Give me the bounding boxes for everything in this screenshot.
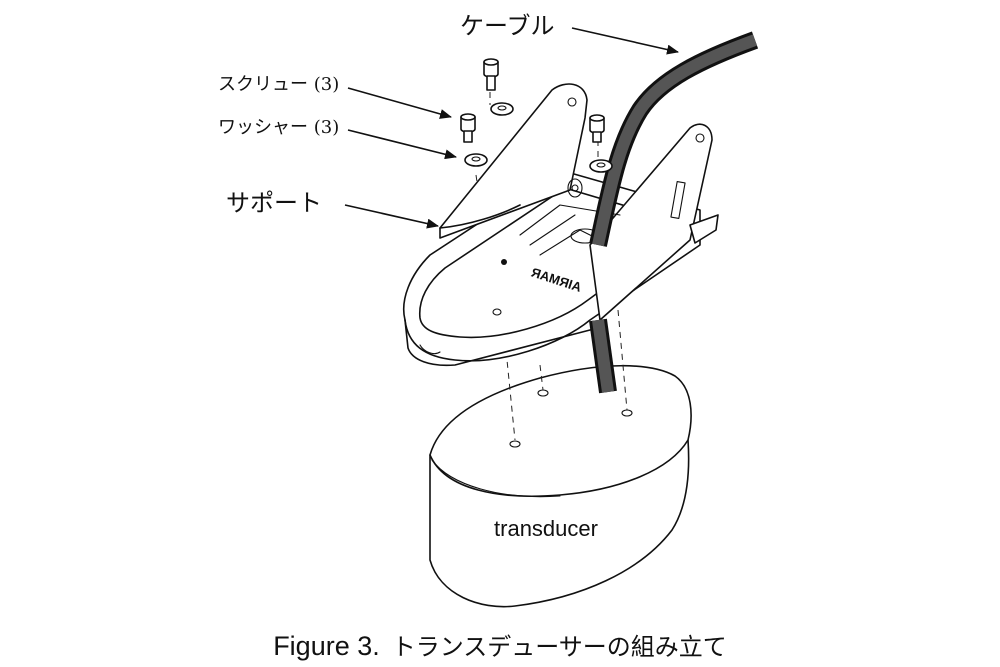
caption-figure-number: Figure 3. [273,631,380,661]
washer-left [464,153,488,167]
screw-top [483,58,499,91]
washer-leader-arrow [347,129,457,160]
cable [589,31,759,394]
callout-screw: スクリュー (3) [218,74,452,119]
transducer-label: transducer [494,516,598,541]
screw-leader-arrow [347,87,452,119]
figure-caption: Figure 3. トランスデューサーの組み立て [273,631,727,661]
screw-left [460,113,476,143]
support-leader-arrow [344,204,439,229]
callout-cable: ケーブル [460,12,679,55]
callout-support: サポート [226,189,439,229]
washer-label: ワッシャー (3) [218,117,339,138]
transducer-body: transducer [429,364,692,608]
cable-leader-arrow [571,27,679,55]
screw-right [589,114,605,143]
support-bracket: AIRMAR [403,83,719,367]
caption-text: Figure 3. トランスデューサーの組み立て [273,631,727,661]
callout-washer: ワッシャー (3) [218,117,457,160]
washer-right [589,159,613,173]
support-label: サポート [226,189,322,217]
screw-label: スクリュー (3) [218,74,339,95]
caption-title: トランスデューサーの組み立て [392,633,727,661]
cable-label: ケーブル [460,12,555,40]
washer-top [490,102,514,116]
